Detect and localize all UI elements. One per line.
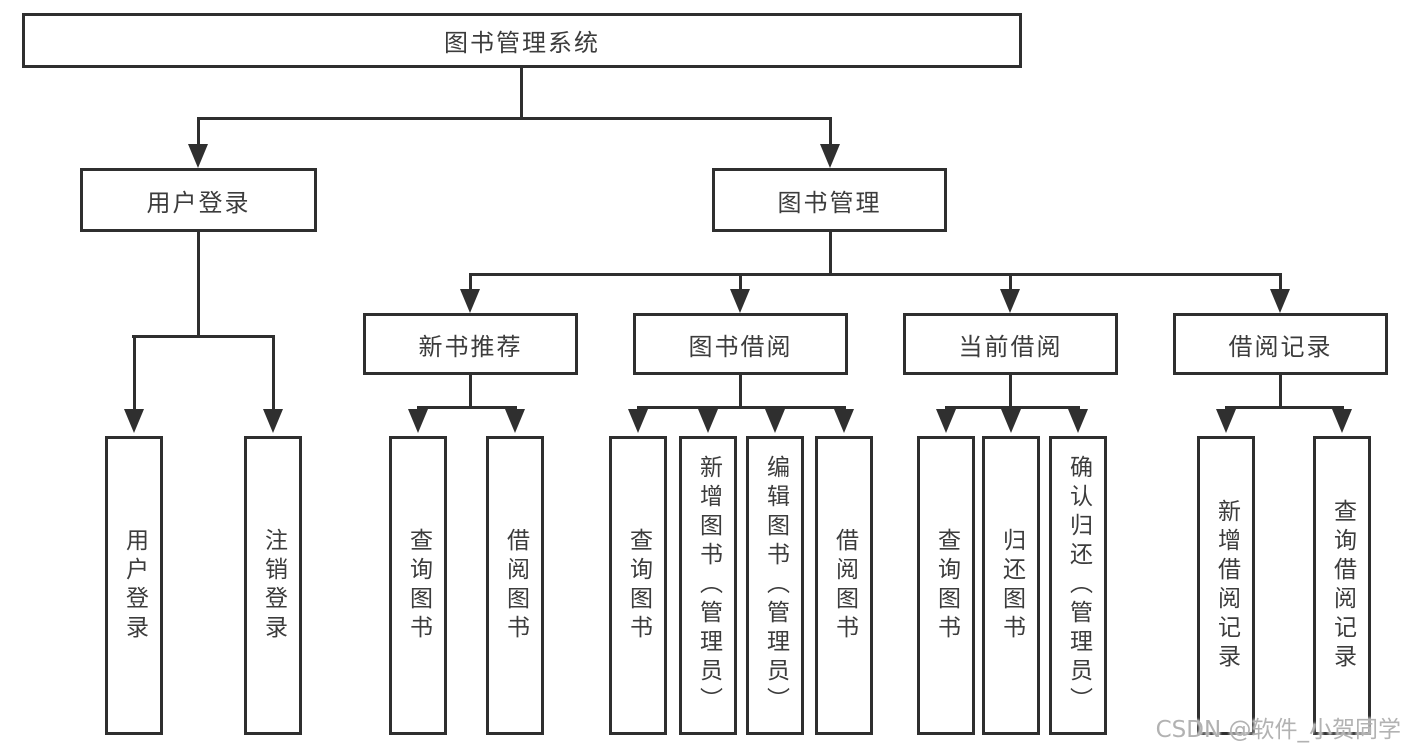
leaf-user-login-label: 用户登录 <box>121 527 148 644</box>
flow-arrowhead <box>1216 409 1236 433</box>
leaf-add-borrow-record: 新增借阅记录 <box>1197 436 1255 735</box>
flow-line <box>829 232 832 273</box>
leaf-query-books-recommend-label: 查询图书 <box>405 527 432 644</box>
node-user-login: 用户登录 <box>80 168 317 232</box>
flow-line <box>637 406 846 409</box>
flow-arrowhead <box>1001 409 1021 433</box>
leaf-borrow-books-borrowing: 借阅图书 <box>815 436 873 735</box>
flow-arrowhead <box>834 409 854 433</box>
flow-line <box>469 273 1282 276</box>
flow-line <box>133 335 136 409</box>
flow-arrowhead <box>730 289 750 313</box>
flow-line <box>1279 273 1282 291</box>
node-root-label: 图书管理系统 <box>444 29 600 57</box>
flow-line <box>739 375 742 406</box>
node-book-borrowing-label: 图书借阅 <box>688 332 793 361</box>
leaf-borrow-books-recommend: 借阅图书 <box>486 436 544 735</box>
flow-line <box>829 117 832 147</box>
flow-line <box>417 406 517 409</box>
flow-arrowhead <box>1000 289 1020 313</box>
flow-arrowhead <box>820 144 840 168</box>
leaf-borrow-books-recommend-label: 借阅图书 <box>502 527 529 644</box>
leaf-logout-label: 注销登录 <box>260 527 287 644</box>
leaf-query-books-current: 查询图书 <box>917 436 975 735</box>
leaf-add-books-admin-label: 新增图书（管理员） <box>695 455 722 716</box>
flow-line <box>197 232 200 335</box>
flow-line <box>272 335 275 409</box>
flow-arrowhead <box>936 409 956 433</box>
flow-line <box>1279 375 1282 406</box>
node-user-login-label: 用户登录 <box>146 188 251 217</box>
node-root: 图书管理系统 <box>22 13 1022 68</box>
flow-arrowhead <box>408 409 428 433</box>
leaf-return-books: 归还图书 <box>982 436 1040 735</box>
flow-arrowhead <box>698 409 718 433</box>
leaf-add-books-admin: 新增图书（管理员） <box>679 436 737 735</box>
flow-line <box>945 406 1080 409</box>
flow-arrowhead <box>124 409 144 433</box>
flow-line <box>1225 406 1344 409</box>
flow-arrowhead <box>1332 409 1352 433</box>
flow-line <box>132 335 275 338</box>
flow-arrowhead <box>628 409 648 433</box>
node-book-borrowing: 图书借阅 <box>633 313 848 375</box>
leaf-query-borrow-record: 查询借阅记录 <box>1313 436 1371 735</box>
node-book-management-label: 图书管理 <box>777 188 882 217</box>
leaf-borrow-books-borrowing-label: 借阅图书 <box>831 527 858 644</box>
flow-arrowhead <box>505 409 525 433</box>
flow-line <box>739 273 742 291</box>
node-book-management: 图书管理 <box>712 168 947 232</box>
flow-arrowhead <box>1068 409 1088 433</box>
node-current-borrowing: 当前借阅 <box>903 313 1118 375</box>
flow-arrowhead <box>188 144 208 168</box>
csdn-watermark: CSDN @软件_小贺同学 <box>1155 717 1401 743</box>
leaf-query-books-borrowing-label: 查询图书 <box>625 527 652 644</box>
node-borrowing-records: 借阅记录 <box>1173 313 1388 375</box>
node-new-book-recommend: 新书推荐 <box>363 313 578 375</box>
flow-line <box>197 117 832 120</box>
node-current-borrowing-label: 当前借阅 <box>958 332 1063 361</box>
flow-line <box>1009 375 1012 406</box>
flow-line <box>520 68 523 120</box>
flow-arrowhead <box>765 409 785 433</box>
node-borrowing-records-label: 借阅记录 <box>1228 332 1333 361</box>
flow-arrowhead <box>1270 289 1290 313</box>
leaf-query-books-borrowing: 查询图书 <box>609 436 667 735</box>
leaf-logout: 注销登录 <box>244 436 302 735</box>
flow-line <box>469 273 472 291</box>
leaf-query-books-recommend: 查询图书 <box>389 436 447 735</box>
flow-line <box>469 375 472 406</box>
leaf-edit-books-admin: 编辑图书（管理员） <box>746 436 804 735</box>
leaf-user-login: 用户登录 <box>105 436 163 735</box>
flow-line <box>1009 273 1012 291</box>
leaf-confirm-return-admin: 确认归还（管理员） <box>1049 436 1107 735</box>
leaf-query-borrow-record-label: 查询借阅记录 <box>1329 498 1356 673</box>
flow-line <box>197 117 200 147</box>
leaf-add-borrow-record-label: 新增借阅记录 <box>1213 498 1240 673</box>
flow-arrowhead <box>460 289 480 313</box>
leaf-query-books-current-label: 查询图书 <box>933 527 960 644</box>
leaf-return-books-label: 归还图书 <box>998 527 1025 644</box>
flow-arrowhead <box>263 409 283 433</box>
leaf-edit-books-admin-label: 编辑图书（管理员） <box>762 455 789 716</box>
leaf-confirm-return-admin-label: 确认归还（管理员） <box>1065 455 1092 716</box>
node-new-book-recommend-label: 新书推荐 <box>418 332 523 361</box>
